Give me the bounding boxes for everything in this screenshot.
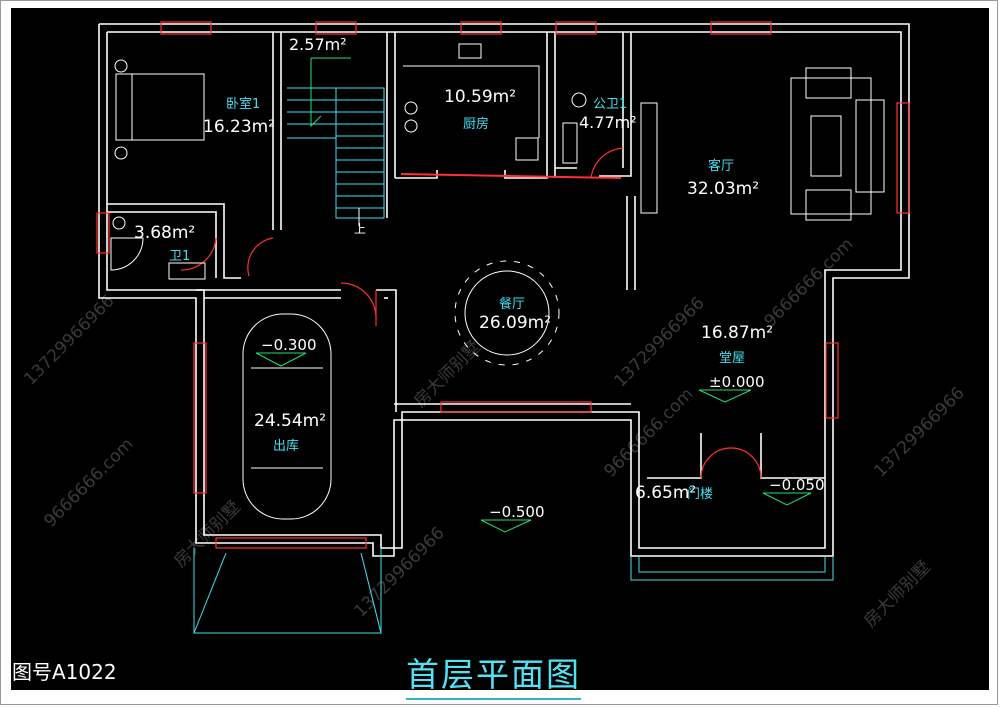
living-area: 32.03m² [687, 179, 759, 199]
furniture [110, 43, 885, 520]
door-arc [247, 237, 274, 277]
door-arc [700, 447, 732, 479]
stair-up-mark: 上 [354, 222, 366, 236]
watermark-site: 9666666.com [40, 434, 137, 531]
drawing-number: 图号A1022 [12, 660, 117, 684]
garage-name: 出库 [273, 438, 299, 454]
watermark-brand: 房大师别墅 [860, 557, 934, 631]
porch-name: 门楼 [687, 487, 713, 502]
living-name: 客厅 [708, 158, 734, 174]
sofa [790, 77, 872, 215]
walls [98, 23, 910, 557]
kitchen-name: 厨房 [463, 116, 489, 132]
bath1-area: 3.68m² [134, 223, 195, 243]
level-hall: ±0.000 [709, 373, 765, 391]
bedroom1-name: 卧室1 [226, 96, 260, 112]
window [440, 401, 592, 413]
watermark-phone: 13729966966 [20, 291, 118, 389]
watermark-brand: 房大师别墅 [410, 337, 484, 411]
bath1-name: 卫1 [169, 249, 190, 264]
public-bath-name: 公卫1 [593, 97, 627, 112]
stair [287, 57, 385, 226]
door-arc [180, 237, 217, 271]
garage-area: 24.54m² [254, 411, 326, 431]
window [460, 21, 502, 35]
doors [180, 147, 762, 479]
level-markers [255, 352, 812, 533]
window [710, 21, 772, 35]
window [193, 342, 207, 494]
door-arc [590, 147, 624, 179]
dining-name: 餐厅 [499, 296, 525, 312]
dining-table [464, 270, 550, 356]
window [160, 21, 212, 35]
kitchen-area: 10.59m² [444, 87, 516, 107]
dining-area: 26.09m² [479, 313, 551, 333]
hall-name: 堂屋 [719, 351, 745, 366]
porch-area: 6.65m² [635, 483, 696, 503]
public-bath-area: 4.77m² [579, 113, 637, 132]
watermark-phone: 13729966966 [870, 383, 968, 481]
stair-area: 2.57m² [289, 35, 347, 54]
door-arc [340, 282, 377, 321]
car [242, 313, 332, 520]
bedroom1-area: 16.23m² [203, 117, 275, 137]
level-porch: −0.050 [769, 476, 825, 494]
kitchen-counter [403, 65, 540, 138]
drawing-title: 首层平面图 [406, 648, 581, 700]
watermark: 13729966966 房大师别墅 9666666.com 1372996696… [20, 234, 968, 631]
hall-area: 16.87m² [701, 323, 773, 343]
terrace-outline [193, 548, 834, 634]
window [825, 342, 839, 419]
windows [96, 21, 910, 549]
window [96, 212, 110, 254]
watermark-site: 9666666.com [600, 384, 697, 481]
window [896, 102, 910, 214]
watermark-phone: 13729966966 [610, 293, 708, 391]
window [215, 537, 367, 549]
room-labels: 卧室1 16.23m² 2.57m² 上 10.59m² 厨房 公卫1 4.77… [134, 35, 825, 521]
door-arc [730, 447, 762, 479]
floor-plan: 13729966966 房大师别墅 9666666.com 1372996696… [20, 21, 969, 634]
level-garage: −0.300 [261, 336, 317, 354]
bed [115, 73, 205, 141]
cad-canvas: 13729966966 房大师别墅 9666666.com 1372996696… [11, 8, 989, 690]
level-yard: −0.500 [489, 503, 545, 521]
window [315, 21, 357, 35]
watermark-site: 9666666.com [760, 234, 857, 331]
window [555, 21, 597, 35]
